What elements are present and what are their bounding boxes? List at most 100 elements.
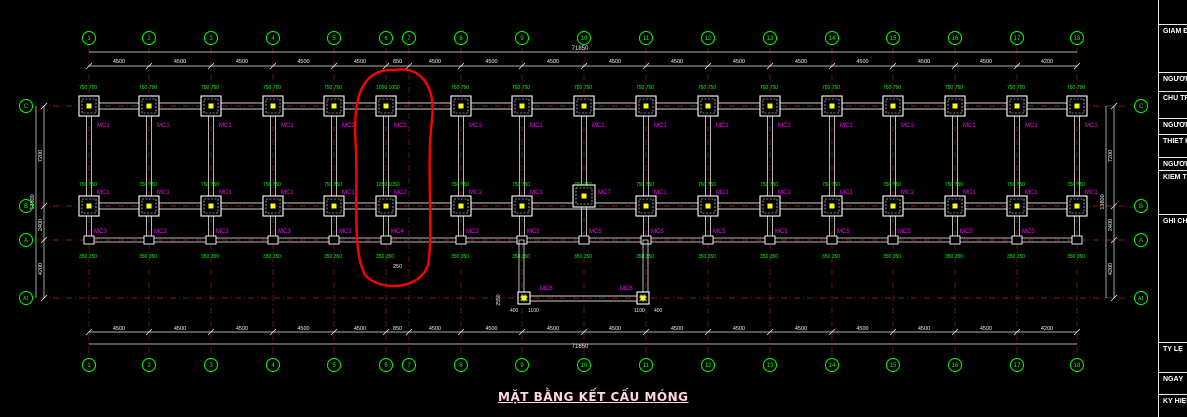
bottom-bay-dim-label: 4500 — [297, 326, 309, 332]
pad-dim-label: 750 750 — [1007, 85, 1025, 91]
title-block-label: KIỂM TRA — [1163, 174, 1187, 181]
grid-bubble-col-label: 16 — [952, 363, 959, 369]
pad-dim-label: 750 750 — [263, 182, 281, 188]
strip-footing-a — [83, 235, 95, 245]
pad-dim-label: 750 750 — [512, 182, 530, 188]
footing-label-b: MC2 — [394, 190, 407, 196]
pad-dim-label: 750 750 — [451, 85, 469, 91]
stair-dim-label: 400 — [654, 308, 663, 314]
title-block-label: NGƯỜI — [1163, 122, 1187, 129]
pad-footing-c-inner — [378, 98, 394, 114]
pad-footing-b-inner — [762, 198, 778, 214]
top-dim-chain-tick — [642, 62, 650, 70]
footing-label-b: MC1 — [901, 190, 914, 196]
pad-footing-b-inner — [141, 198, 157, 214]
pad-footing-c-inner — [700, 98, 716, 114]
grid-bubble-col-12 — [701, 358, 715, 372]
grid-bubble-col-label: 5 — [332, 36, 336, 42]
column-marker — [581, 193, 587, 199]
left-dim-tick — [40, 202, 48, 210]
strip-footing-a — [1011, 235, 1023, 245]
pad-footing-b-inner — [453, 198, 469, 214]
column-marker — [208, 203, 214, 209]
footing-label-c: MC1 — [469, 123, 482, 129]
pad-dim-label: 750 750 — [201, 182, 219, 188]
footing-label-b: MC1 — [469, 190, 482, 196]
bottom-dim-chain-tick — [766, 328, 774, 336]
top-dim-chain-tick — [145, 62, 153, 70]
bottom-bay-dim-label: 4500 — [980, 326, 992, 332]
top-dim-chain-tick — [330, 62, 338, 70]
left-dim-tick — [40, 102, 48, 110]
bottom-dim-chain-tick — [330, 328, 338, 336]
footing-label-b: MC1 — [281, 190, 294, 196]
grid-bubble-row-label: C — [1139, 104, 1144, 110]
top-bay-dim-label: 4500 — [671, 59, 683, 65]
title-block-divider — [1159, 214, 1187, 215]
column-marker — [521, 295, 527, 301]
strip-dim-label: 350 350 — [698, 254, 716, 260]
footing-label-c: MC2 — [394, 123, 407, 129]
strip-dim-label: 350 350 — [760, 254, 778, 260]
grid-bubble-col-16 — [948, 358, 962, 372]
footing-label-c: MC1 — [530, 123, 543, 129]
foundation-plan-drawing[interactable]: 7185071850450045004500450045004500450045… — [0, 0, 1158, 417]
strip-dim-label: 350 350 — [201, 254, 219, 260]
pad-footing-c-inner — [1069, 98, 1085, 114]
footing-label-c: MC1 — [281, 123, 294, 129]
pad-dim-label: 750 750 — [1067, 182, 1085, 188]
title-block-divider — [1159, 342, 1187, 343]
grid-bubble-row-A — [19, 233, 33, 247]
pad-footing-c-inner — [326, 98, 342, 114]
bottom-dim-chain-tick — [457, 328, 465, 336]
title-block-label: NGƯỜI — [1163, 161, 1187, 168]
pad-footing-c-inner — [514, 98, 530, 114]
title-block-divider — [1159, 118, 1187, 119]
bottom-dim-chain-tick — [207, 328, 215, 336]
grid-bubble-row-label: A1 — [23, 296, 29, 302]
footing-label-c: MC1 — [592, 123, 605, 129]
grid-bubble-col-label: 9 — [520, 363, 524, 369]
pad-footing-b-inner — [378, 198, 394, 214]
column-marker — [86, 203, 92, 209]
left-dim-tick — [40, 236, 48, 244]
left-dim-label-ba: 2400 — [38, 219, 44, 231]
top-bay-dim-label: 4500 — [236, 59, 248, 65]
footing-label-b: MC1 — [963, 190, 976, 196]
column-marker — [146, 103, 152, 109]
top-dim-chain-tick — [518, 62, 526, 70]
bottom-dim-chain-tick — [145, 328, 153, 336]
pad-dim-label: 750 750 — [822, 182, 840, 188]
footing-label-a: MC5 — [960, 229, 973, 235]
pad-dim-label: 750 750 — [760, 182, 778, 188]
grid-bubble-col-label: 12 — [705, 36, 712, 42]
column-marker — [890, 103, 896, 109]
footing-label-a: MC5 — [589, 229, 602, 235]
grid-bubble-col-13 — [763, 31, 777, 45]
bottom-bay-dim-label: 4500 — [236, 326, 248, 332]
title-block-label: GIÁM Đ — [1163, 28, 1187, 35]
title-block-divider — [1159, 72, 1187, 73]
right-dim-tick — [1110, 294, 1118, 302]
footing-label-a: MC3 — [216, 229, 229, 235]
footing-label-a: MC3 — [466, 229, 479, 235]
grid-bubble-col-13 — [763, 358, 777, 372]
pad-footing-b-inner — [700, 198, 716, 214]
strip-dim-label: 350 350 — [451, 254, 469, 260]
grid-bubble-col-label: 6 — [384, 363, 388, 369]
column-marker — [519, 203, 525, 209]
grid-bubble-col-label: 2 — [147, 36, 151, 42]
footing-label-a: MC5 — [775, 229, 788, 235]
pad-footing-b-inner — [1069, 198, 1085, 214]
strip-dim-label: 350 350 — [822, 254, 840, 260]
grid-bubble-col-12 — [701, 31, 715, 45]
grid-bubble-col-label: 13 — [767, 363, 774, 369]
pad-dim-label: 750 750 — [1067, 85, 1085, 91]
grid-bubble-col-10 — [577, 31, 591, 45]
pad-dim-label: 750 750 — [636, 182, 654, 188]
grid-bubble-col-label: 2 — [147, 363, 151, 369]
pad-footing-mc7-inner — [575, 187, 593, 205]
pad-footing-c-inner — [762, 98, 778, 114]
strip-footing-a — [764, 235, 776, 245]
